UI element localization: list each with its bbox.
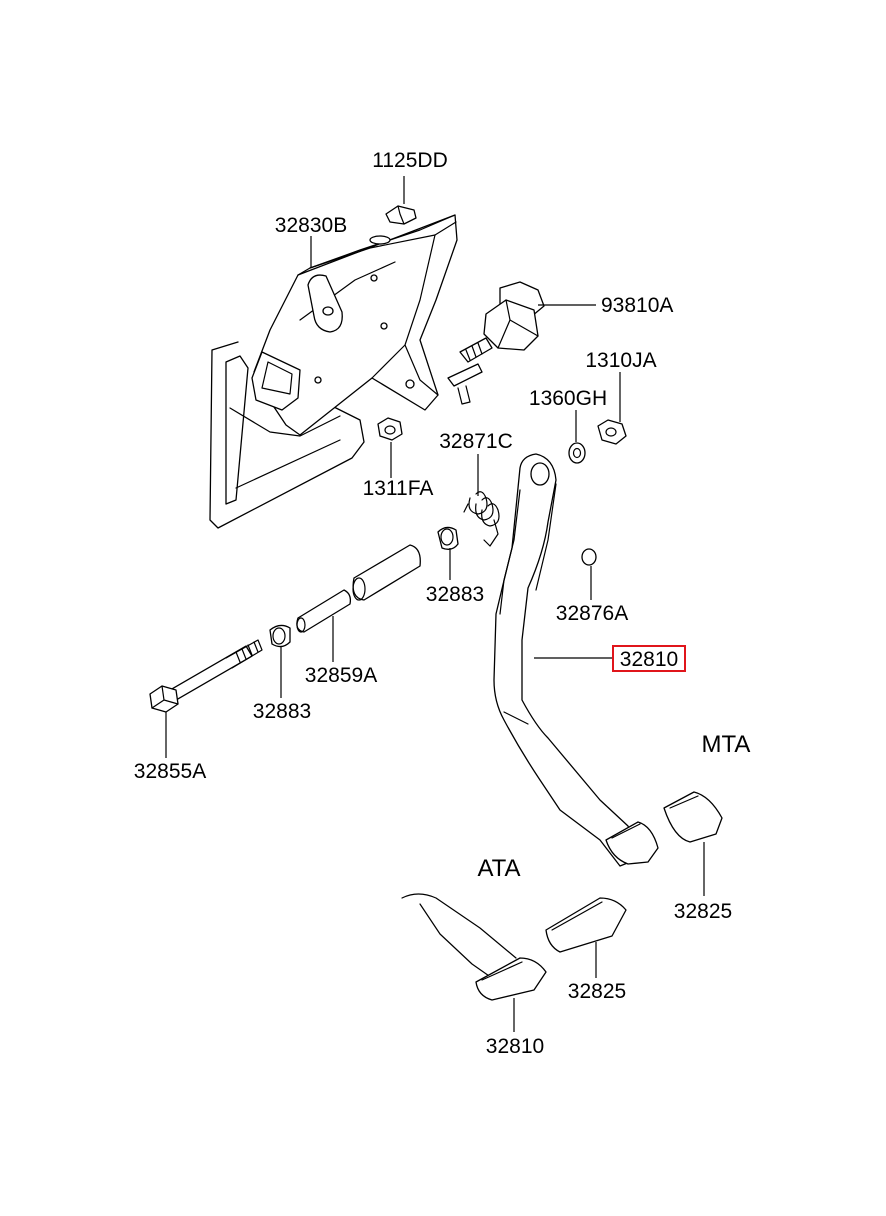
leader-lines [165, 176, 705, 1032]
label-32830B[interactable]: 32830B [275, 214, 347, 237]
label-32859A[interactable]: 32859A [305, 664, 377, 687]
label-1311FA[interactable]: 1311FA [363, 477, 434, 500]
section-mta-heading: MTA [702, 731, 751, 758]
bushing-32883-top[interactable] [437, 526, 459, 550]
nut-1311FA[interactable] [377, 417, 403, 441]
bolt-1125DD[interactable] [385, 205, 417, 225]
label-32883-bottom[interactable]: 32883 [253, 700, 311, 723]
label-32871C[interactable]: 32871C [439, 430, 513, 453]
label-32810-ata[interactable]: 32810 [486, 1035, 544, 1058]
return-spring[interactable] [463, 491, 500, 547]
label-1310JA[interactable]: 1310JA [585, 349, 656, 372]
section-ata-heading: ATA [477, 855, 520, 882]
label-32825-ata[interactable]: 32825 [568, 980, 626, 1003]
pedal-bracket[interactable] [209, 214, 458, 529]
label-1360GH[interactable]: 1360GH [529, 387, 607, 410]
pivot-collar-32859A[interactable] [296, 589, 352, 633]
label-32810-main[interactable]: 32810 [620, 648, 678, 671]
pedal-pad-mta[interactable] [663, 791, 723, 843]
bushing-32876A[interactable] [581, 548, 597, 566]
washer-1360GH[interactable] [568, 442, 586, 464]
pivot-bolt-32855A[interactable] [149, 639, 263, 713]
label-32883-top[interactable]: 32883 [426, 583, 484, 606]
label-93810A[interactable]: 93810A [601, 294, 673, 317]
highlight-box-32810 [612, 645, 686, 672]
bushing-32883-bottom[interactable] [269, 624, 291, 648]
label-32825-mta[interactable]: 32825 [674, 900, 732, 923]
pedal-arm-ata[interactable] [401, 893, 547, 1001]
stop-lamp-switch[interactable] [447, 281, 545, 405]
nut-1310JA[interactable] [597, 419, 627, 445]
pivot-sleeve[interactable] [352, 544, 421, 601]
label-32876A[interactable]: 32876A [556, 602, 628, 625]
label-1125DD[interactable]: 1125DD [372, 149, 448, 172]
label-32855A[interactable]: 32855A [134, 760, 206, 783]
pedal-pad-ata[interactable] [545, 897, 627, 953]
brake-pedal-arm[interactable] [493, 453, 659, 867]
